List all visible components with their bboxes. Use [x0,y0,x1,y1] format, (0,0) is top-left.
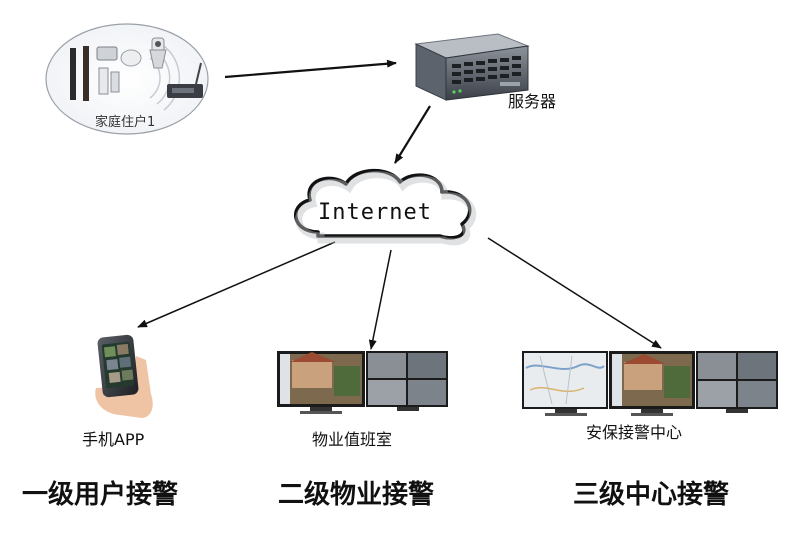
tier-third-label: 三级中心接警 [573,480,730,510]
door-sensor-icon [96,46,118,61]
household-label: 家庭住户1 [95,115,156,130]
tier-second-label: 二级物业接警 [278,480,435,510]
siren-icon [149,49,167,69]
arrow-household-to-server [224,59,397,79]
phone-icon [95,334,153,418]
beam-sensor-icon [83,46,89,101]
property-monitors-icon [277,351,448,414]
security-center-label: 安保接警中心 [586,423,683,442]
arrow-internet-to-app [137,241,336,328]
arrow-internet-to-center [487,237,662,349]
arrow-internet-to-property [368,249,392,350]
antenna-icon [195,62,202,85]
internet-label: Internet [318,200,432,225]
server-label: 服务器 [508,92,557,111]
door-sensor-icon [98,67,109,95]
pir-lens-icon [155,41,161,47]
security-center-monitors-icon [522,351,778,416]
keypad-icon [110,71,120,93]
household-device-group [45,23,209,135]
arrow-server-to-internet [394,105,431,164]
beam-sensor-icon [70,48,76,100]
mobile-app-label: 手机APP [82,430,145,449]
tier-first-label: 一级用户接警 [22,480,179,510]
smoke-detector-icon [120,49,142,67]
control-host-panel [172,88,194,93]
server-icon [414,33,530,101]
property-room-label: 物业值班室 [312,430,393,449]
cloud-icon [293,168,477,246]
